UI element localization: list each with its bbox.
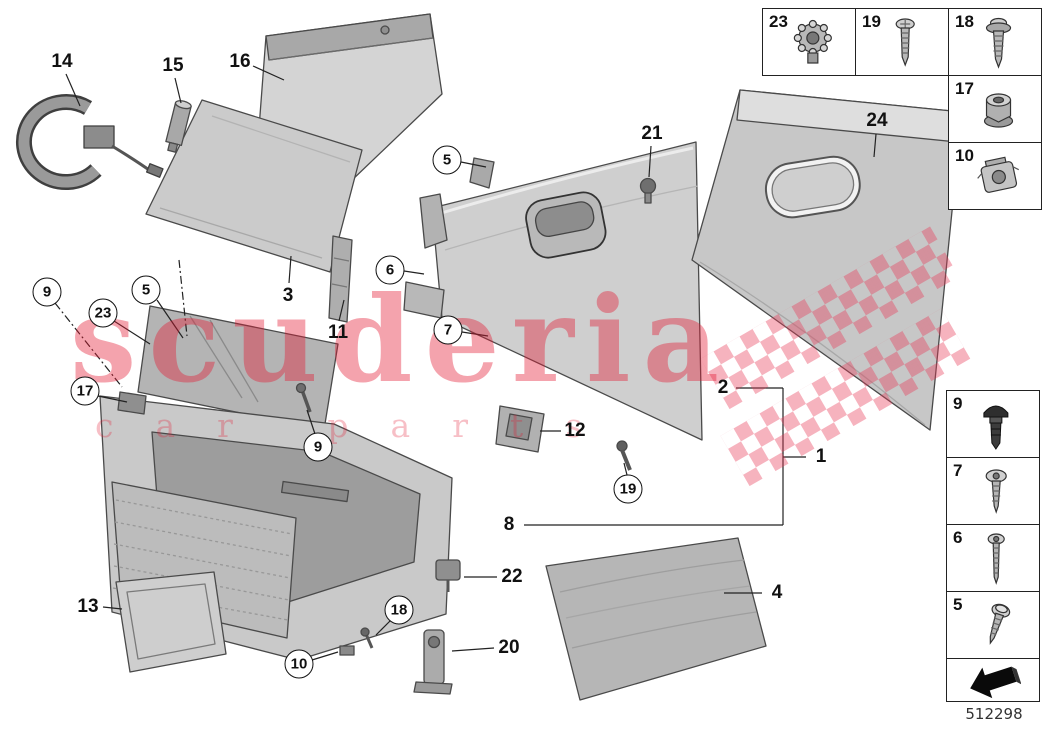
callout-17: 17 xyxy=(70,376,100,406)
legend-cell-6: 6 xyxy=(946,524,1040,592)
legend-cell-23: 23 xyxy=(762,8,856,76)
legend-cell-18: 18 xyxy=(948,8,1042,76)
part-11-bracket xyxy=(328,235,353,323)
legend-number: 23 xyxy=(769,12,788,31)
plastic-nut-icon xyxy=(793,20,832,64)
legend-cell-9: 9 xyxy=(946,390,1040,458)
legend-number: 18 xyxy=(955,12,974,31)
callout-3: 3 xyxy=(282,285,294,306)
expanding-rivet-icon xyxy=(983,405,1009,451)
callout-16: 16 xyxy=(229,51,251,72)
torx-screw-icon xyxy=(985,469,1007,515)
direction-arrow-icon xyxy=(970,666,1021,698)
callout-5: 5 xyxy=(131,275,161,305)
callout-4: 4 xyxy=(771,582,783,603)
callout-18: 18 xyxy=(384,595,414,625)
long-screw-icon xyxy=(987,533,1005,586)
diagram-number: 512298 xyxy=(965,705,1023,723)
callout-9: 9 xyxy=(32,277,62,307)
part-19-screw-insitu xyxy=(616,440,632,471)
legend-cell-10: 10 xyxy=(948,142,1042,210)
callout-5: 5 xyxy=(432,145,462,175)
part-12-bracket xyxy=(495,405,545,453)
callout-20: 20 xyxy=(498,637,520,658)
callout-21: 21 xyxy=(641,123,663,144)
callout-9: 9 xyxy=(303,432,333,462)
part-14-check-strap xyxy=(16,94,164,191)
leader-lines xyxy=(54,65,877,661)
legend-number: 17 xyxy=(955,79,974,98)
legend-cell-5: 5 xyxy=(946,591,1040,659)
legend-number: 9 xyxy=(953,394,963,413)
callout-12: 12 xyxy=(564,420,586,441)
part-22-clip xyxy=(435,559,461,592)
part-4-floor-mat xyxy=(545,537,767,701)
callout-23: 23 xyxy=(88,298,118,328)
legend-cell-7: 7 xyxy=(946,457,1040,525)
callout-13: 13 xyxy=(77,596,99,617)
callout-7: 7 xyxy=(433,315,463,345)
callout-19: 19 xyxy=(613,474,643,504)
cage-clip-icon xyxy=(977,156,1020,194)
part-24-outer-lid xyxy=(691,89,963,431)
part-3-lid-panel xyxy=(145,99,363,273)
legend-number: 10 xyxy=(955,146,974,165)
callout-24: 24 xyxy=(866,110,888,131)
flange-screw-icon xyxy=(985,18,1012,70)
part-15-damper xyxy=(165,100,192,153)
callout-2: 2 xyxy=(717,377,729,398)
legend-cell-19: 19 xyxy=(855,8,949,76)
part-21-buffer xyxy=(639,177,657,204)
callout-1: 1 xyxy=(815,446,827,467)
callout-22: 22 xyxy=(501,566,523,587)
callout-8: 8 xyxy=(503,514,515,535)
callout-6: 6 xyxy=(375,255,405,285)
callout-10: 10 xyxy=(284,649,314,679)
pan-head-screw-icon xyxy=(989,604,1011,646)
small-fasteners xyxy=(339,627,374,656)
part-20-lock-striker xyxy=(413,629,453,695)
glovebox-inner-lid xyxy=(403,141,703,441)
callout-11: 11 xyxy=(327,322,349,343)
flange-nut-icon xyxy=(983,93,1014,128)
part-13-access-lid xyxy=(115,571,227,673)
callout-14: 14 xyxy=(51,51,73,72)
callout-15: 15 xyxy=(162,55,184,76)
legend-number: 6 xyxy=(953,528,963,547)
legend-cell-arrow xyxy=(946,658,1040,702)
legend-number: 5 xyxy=(953,595,963,614)
legend-number: 7 xyxy=(953,461,963,480)
legend-cell-17: 17 xyxy=(948,75,1042,143)
tapping-screw-icon xyxy=(895,18,915,68)
legend-number: 19 xyxy=(862,12,881,31)
